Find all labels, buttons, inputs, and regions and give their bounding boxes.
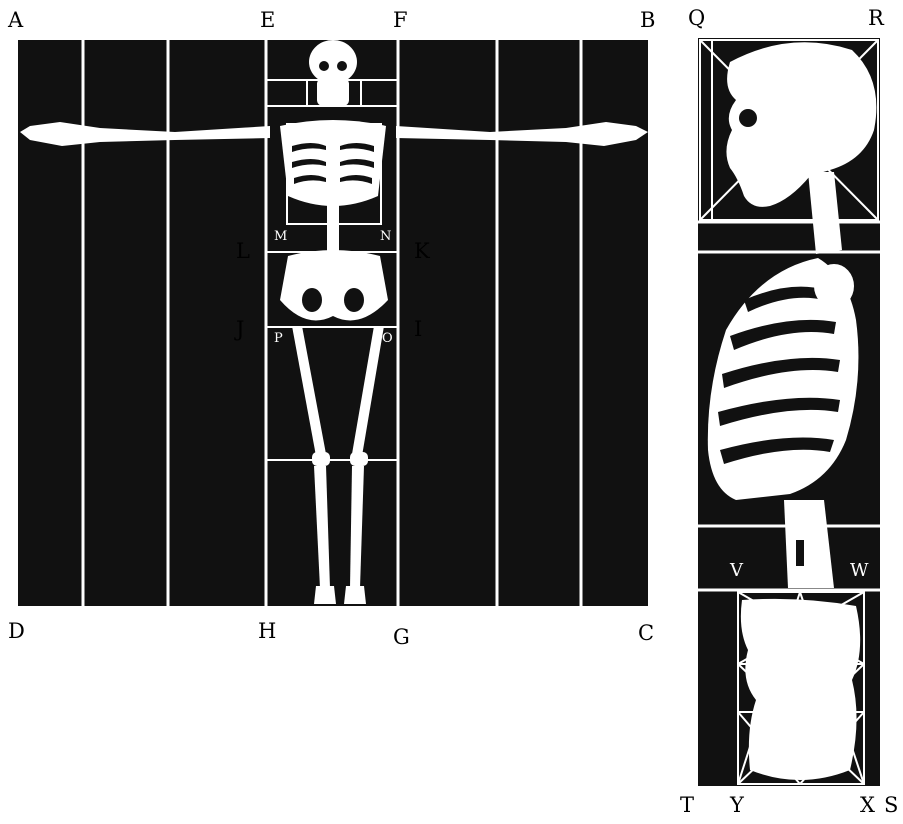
label-S: S [884, 793, 898, 817]
label-R: R [868, 6, 885, 30]
pelvic-opening [302, 288, 322, 312]
label-O: O [382, 331, 393, 346]
label-X: X [860, 793, 875, 817]
label-F: F [393, 8, 408, 32]
label-T: T [680, 793, 694, 817]
shoulder [814, 264, 854, 308]
side-view-panel: V W [698, 38, 880, 786]
label-N: N [380, 229, 391, 244]
right-knee [350, 452, 368, 466]
pelvis [280, 250, 388, 320]
right-foot [344, 586, 366, 604]
label-K: K [414, 239, 430, 263]
label-B: B [640, 8, 655, 32]
eye-socket [337, 61, 347, 71]
eye-socket [739, 109, 757, 127]
label-M: M [274, 229, 287, 244]
label-L: L [236, 239, 250, 263]
vertebra-gap [796, 540, 804, 566]
eye-socket [319, 61, 329, 71]
label-A: A [7, 8, 24, 32]
label-E: E [260, 8, 275, 32]
label-J: J [234, 317, 244, 341]
lumbar-spine [327, 196, 339, 256]
left-foot [314, 586, 336, 604]
left-knee [312, 452, 330, 466]
label-I: I [414, 317, 422, 341]
pelvic-opening [344, 288, 364, 312]
label-H: H [258, 619, 276, 643]
label-V: V [729, 560, 744, 581]
label-D: D [8, 619, 25, 643]
label-C: C [638, 621, 654, 645]
label-Y: Y [729, 793, 745, 817]
front-view-panel: M N P O [18, 40, 648, 606]
skull [309, 40, 357, 84]
side-pelvis [741, 599, 860, 780]
label-G: G [393, 625, 410, 649]
label-W: W [850, 560, 869, 581]
label-Q: Q [688, 6, 705, 30]
jaw [317, 78, 349, 106]
label-P: P [274, 331, 283, 346]
